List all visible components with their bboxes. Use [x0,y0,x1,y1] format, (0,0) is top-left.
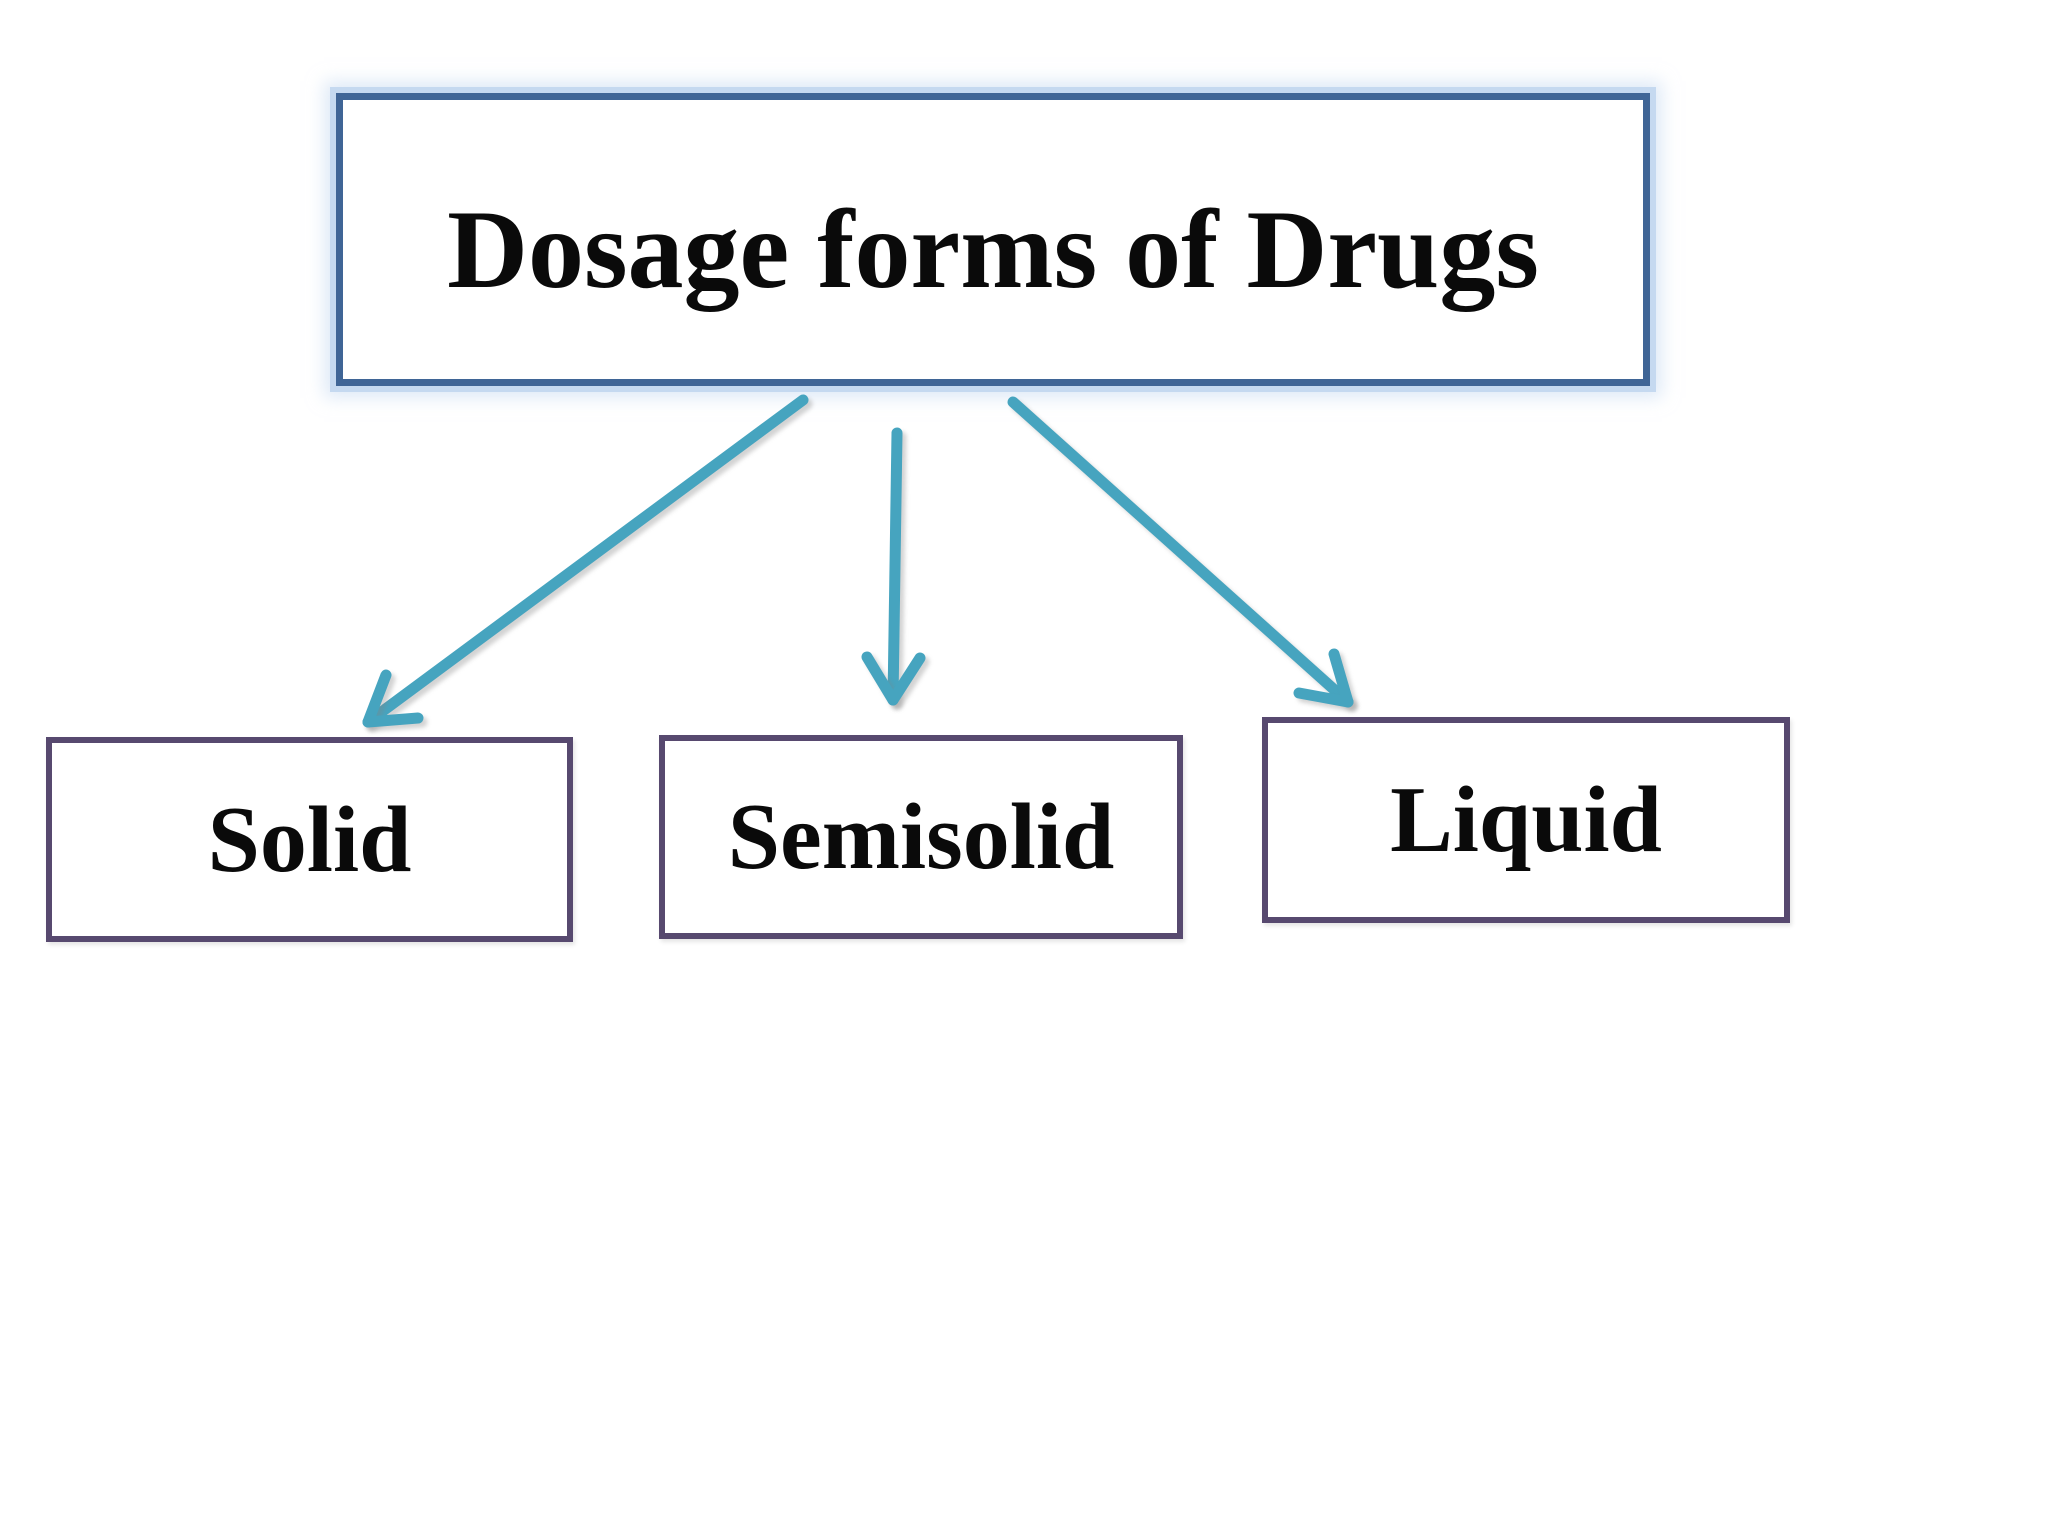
arrow-to-liquid [1007,396,1354,708]
arrow-to-semisolid [861,427,926,706]
node-liquid: Liquid [1262,717,1790,923]
diagram-title: Dosage forms of Drugs [447,188,1539,312]
node-semisolid: Semisolid [659,735,1183,939]
node-solid-label: Solid [207,787,412,892]
node-solid: Solid [46,737,573,942]
node-semisolid-label: Semisolid [727,785,1115,889]
node-liquid-label: Liquid [1390,768,1662,872]
arrow-to-solid [362,394,809,728]
title-box: Dosage forms of Drugs [336,93,1650,386]
